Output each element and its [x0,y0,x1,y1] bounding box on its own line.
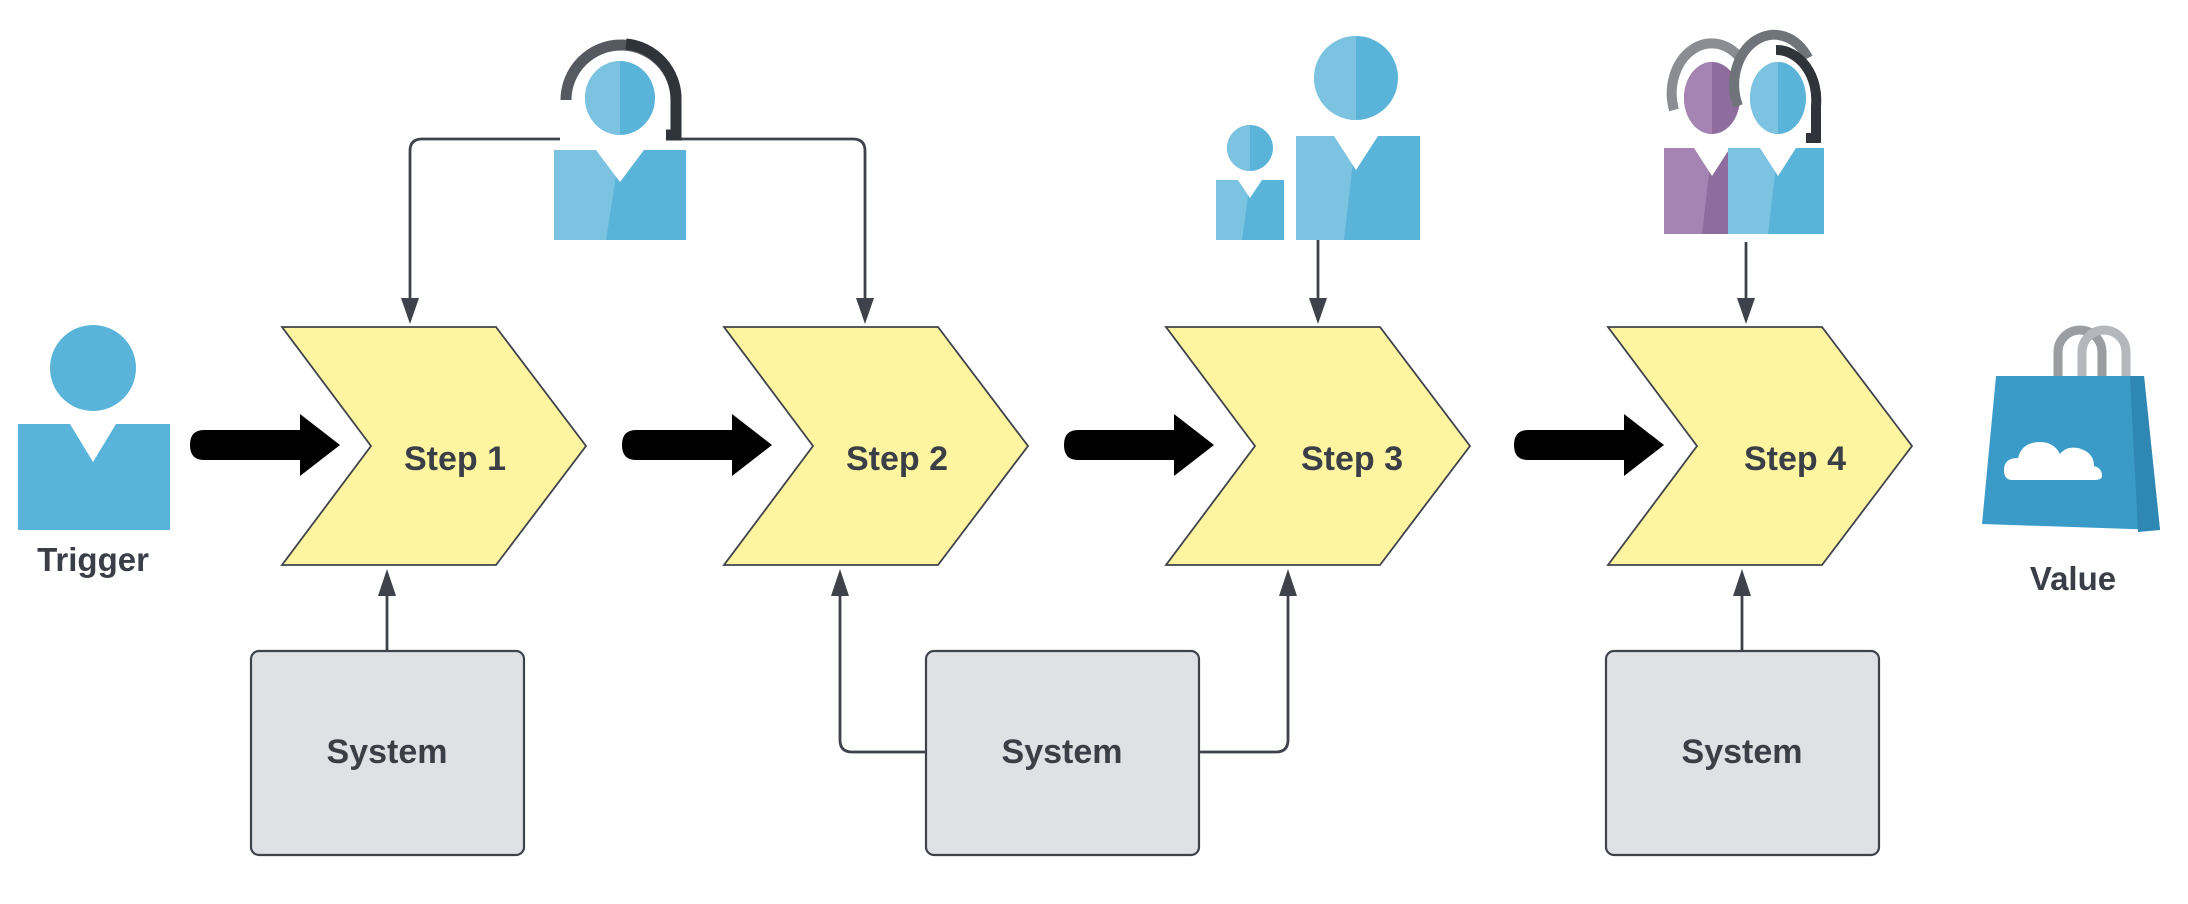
trigger-label: Trigger [37,541,149,578]
flow-arrow-4 [1514,414,1664,476]
trigger-person-icon [18,325,170,530]
agent-to-step-connectors [401,137,1755,324]
value-label: Value [2030,560,2116,597]
step-3-label: Step 3 [1301,440,1403,478]
flow-arrow-1 [190,414,340,476]
system-3-label: System [1682,733,1803,771]
support-agent-headset-icon [554,38,686,240]
system-2-label: System [1002,733,1123,771]
step-2-label: Step 2 [846,440,948,478]
flow-arrow-2 [622,414,772,476]
cloud-shopping-bag-icon [1982,325,2160,532]
step-4-label: Step 4 [1744,440,1846,478]
step-4: Step 4 [1606,326,1914,566]
system-1-label: System [327,733,448,771]
step-2: Step 2 [722,326,1030,566]
system-box-2: System [924,649,1201,857]
two-agents-headsets-icon [1664,29,1824,234]
step-1: Step 1 [280,326,588,566]
step-3: Step 3 [1164,326,1472,566]
system-box-3: System [1604,649,1881,857]
flow-arrow-3 [1064,414,1214,476]
step-1-label: Step 1 [404,440,506,478]
parent-child-people-icon [1216,36,1420,240]
system-to-step-connectors [378,569,1751,754]
system-box-1: System [249,649,526,857]
